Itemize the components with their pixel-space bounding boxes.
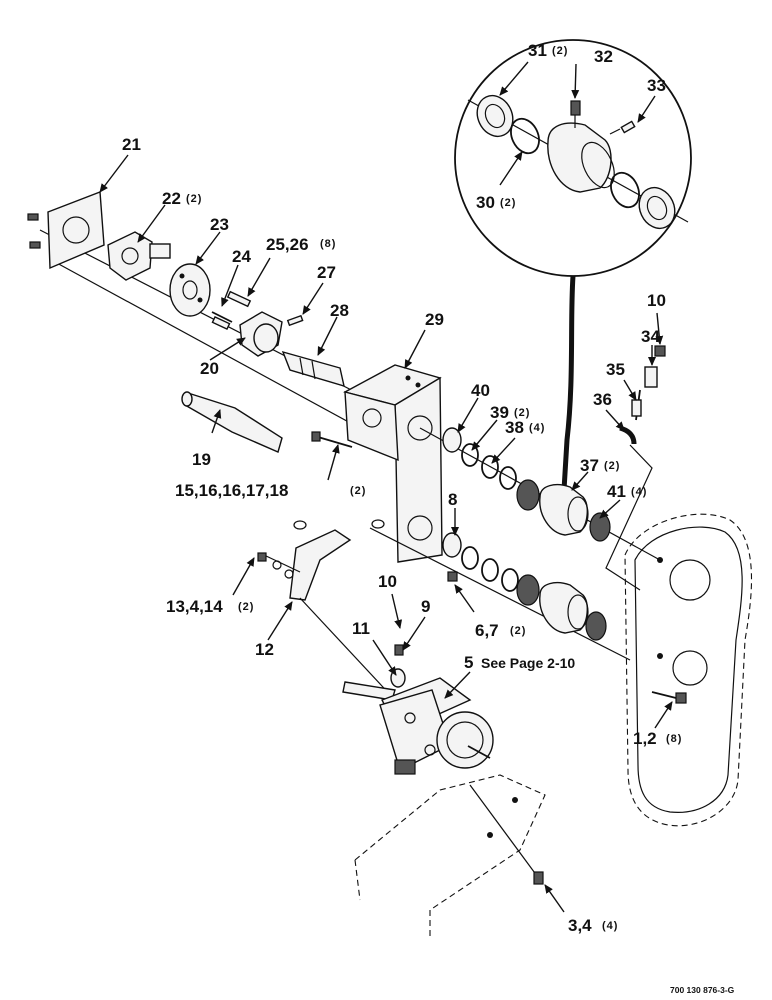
bearing-31b-detail bbox=[638, 186, 676, 230]
callout-39-qty: (2) bbox=[514, 407, 530, 419]
callout-25-26: 25,26 bbox=[266, 235, 309, 254]
support-bracket-12 bbox=[257, 519, 396, 701]
lower-frame-panel bbox=[354, 774, 546, 940]
callout-37: 37 bbox=[580, 456, 599, 475]
callout-38-qty: (4) bbox=[529, 422, 545, 434]
drawing-number: 700 130 876-3-G bbox=[670, 985, 735, 995]
callout-34: 34 bbox=[641, 327, 660, 346]
callout-36: 36 bbox=[593, 390, 612, 409]
bracket-29 bbox=[343, 364, 443, 563]
callout-30: 30 bbox=[476, 193, 495, 212]
bolt-24 bbox=[211, 311, 233, 323]
callout-25-26-qty: (8) bbox=[320, 238, 336, 250]
callout-labels: 21 22 (2) 23 24 25,26 (8) 27 28 20 19 15… bbox=[122, 41, 735, 995]
callout-11: 11 bbox=[352, 619, 370, 638]
callout-22-qty: (2) bbox=[186, 193, 202, 205]
hub-23 bbox=[169, 263, 211, 317]
bearing-31-detail bbox=[476, 94, 514, 138]
callout-13-4-14: 13,4,14 bbox=[166, 597, 223, 616]
snap-ring-30b-detail bbox=[610, 171, 640, 209]
callout-15-18-qty: (2) bbox=[350, 485, 366, 497]
shaft-19 bbox=[181, 391, 283, 453]
callout-29: 29 bbox=[425, 310, 444, 329]
shaft-28 bbox=[281, 350, 345, 388]
upper-bearing-stack bbox=[419, 427, 661, 561]
flange-20 bbox=[239, 311, 283, 357]
callout-8: 8 bbox=[448, 490, 457, 509]
leader-arrows bbox=[99, 61, 673, 913]
callout-5: 5 bbox=[464, 653, 473, 672]
callout-37-qty: (2) bbox=[604, 460, 620, 472]
callout-19: 19 bbox=[192, 450, 211, 469]
callout-9: 9 bbox=[421, 597, 430, 616]
lower-bearing-stack bbox=[369, 527, 631, 661]
callout-21: 21 bbox=[122, 135, 141, 154]
callout-27: 27 bbox=[317, 263, 336, 282]
callout-10-upper: 10 bbox=[647, 291, 666, 310]
bearing-housing-32-detail bbox=[547, 100, 615, 193]
callout-20: 20 bbox=[200, 359, 219, 378]
callout-38: 38 bbox=[505, 418, 524, 437]
callout-41-qty: (4) bbox=[631, 486, 647, 498]
flange-22 bbox=[107, 231, 171, 281]
bearing-detail-bubble bbox=[454, 39, 692, 491]
input-shaft-assembly bbox=[27, 191, 401, 453]
callout-33: 33 bbox=[647, 76, 666, 95]
callout-6-7: 6,7 bbox=[475, 621, 499, 640]
callout-1-2: 1,2 bbox=[633, 729, 657, 748]
grease-line-parts bbox=[605, 345, 666, 591]
callout-41: 41 bbox=[607, 482, 626, 501]
key-27 bbox=[286, 314, 304, 327]
callout-13-4-14-qty: (2) bbox=[238, 601, 254, 613]
callout-24: 24 bbox=[232, 247, 251, 266]
chain-case-cover bbox=[624, 513, 752, 827]
see-page-note: See Page 2-10 bbox=[481, 655, 575, 671]
callout-1-2-qty: (8) bbox=[666, 733, 682, 745]
bolt-15-18 bbox=[311, 431, 353, 448]
hardware-left bbox=[27, 213, 41, 249]
callout-31-qty: (2) bbox=[552, 45, 568, 57]
mount-plate-21 bbox=[47, 191, 105, 270]
callout-30-qty: (2) bbox=[500, 197, 516, 209]
callout-31: 31 bbox=[528, 41, 547, 60]
callout-3-4: 3,4 bbox=[568, 916, 592, 935]
callout-39: 39 bbox=[490, 403, 509, 422]
callout-22: 22 bbox=[162, 189, 181, 208]
callout-3-4-qty: (4) bbox=[602, 920, 618, 932]
callout-23: 23 bbox=[210, 215, 229, 234]
callout-28: 28 bbox=[330, 301, 349, 320]
snap-ring-30-detail bbox=[510, 117, 540, 155]
callout-15-18: 15,16,16,17,18 bbox=[175, 481, 288, 500]
grease-fitting-33-detail bbox=[609, 120, 636, 135]
callout-10-lower: 10 bbox=[378, 572, 397, 591]
callout-6-7-qty: (2) bbox=[510, 625, 526, 637]
callout-35: 35 bbox=[606, 360, 625, 379]
bolts-25-26 bbox=[211, 290, 252, 331]
callout-12: 12 bbox=[255, 640, 274, 659]
callout-32: 32 bbox=[594, 47, 613, 66]
gearbox-5 bbox=[342, 644, 494, 775]
callout-40: 40 bbox=[471, 381, 490, 400]
